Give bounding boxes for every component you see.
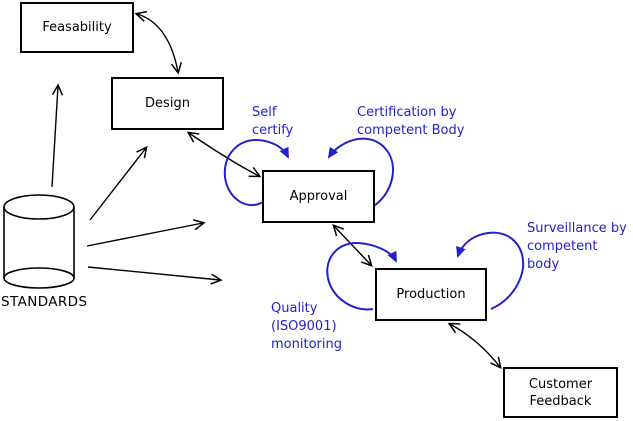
node-customer-feedback: Customer Feedback xyxy=(503,367,618,418)
node-design: Design xyxy=(111,77,224,130)
arrow-standards-feasability xyxy=(51,83,64,188)
node-approval: Approval xyxy=(262,170,375,223)
node-production: Production xyxy=(375,268,487,321)
arrow-production-customer-feedback xyxy=(447,322,502,370)
arrow-approval-production xyxy=(332,224,373,267)
loop-self-certify xyxy=(223,138,289,206)
node-feasability: Feasability xyxy=(20,2,134,53)
cylinder-bottom-ellipse xyxy=(3,267,75,289)
standards-label: STANDARDS xyxy=(1,294,88,310)
arrow-standards-approval xyxy=(86,219,206,247)
arrow-standards-production xyxy=(87,266,223,285)
annotation-self-certify: Self certify xyxy=(252,105,294,138)
loop-quality-monitoring xyxy=(326,241,397,311)
annotation-certification: Certification by competent Body xyxy=(357,105,465,138)
loop-surveillance xyxy=(456,231,525,310)
node-design-label: Design xyxy=(145,96,190,111)
annotation-quality-monitoring: Quality (ISO9001) monitoring xyxy=(271,301,342,352)
arrow-standards-design xyxy=(89,145,148,221)
node-production-label: Production xyxy=(396,287,466,302)
arrow-feasability-design xyxy=(134,10,182,75)
standards-cylinder xyxy=(3,194,75,289)
cylinder-top-ellipse xyxy=(3,194,75,220)
node-customer-feedback-label: Customer Feedback xyxy=(528,376,593,409)
node-approval-label: Approval xyxy=(289,189,348,204)
node-feasability-label: Feasability xyxy=(42,20,112,35)
annotation-surveillance: Surveillance by competent body xyxy=(527,221,627,272)
loop-certification xyxy=(327,137,395,207)
